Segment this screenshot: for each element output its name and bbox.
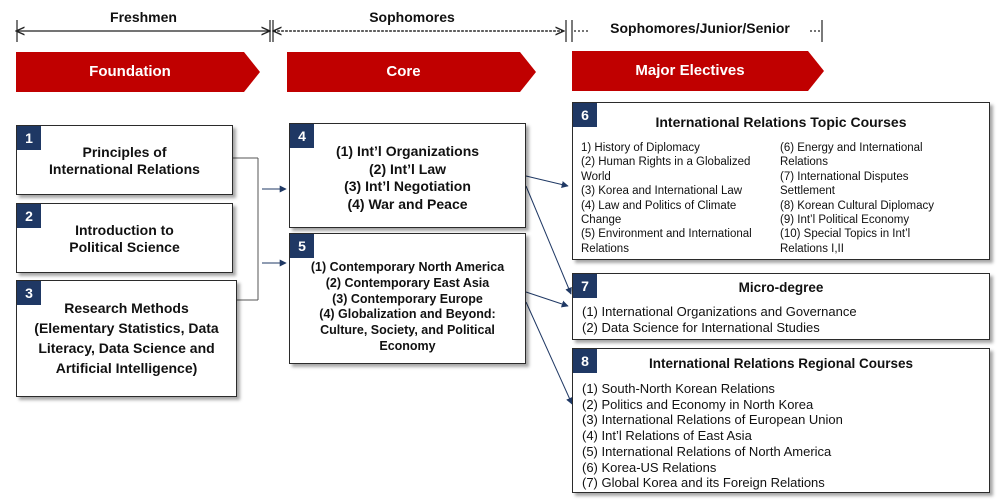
course-item: Relations	[780, 156, 828, 169]
course-box-4: 4 (1) Int’l Organizations (2) Int’l Law …	[289, 123, 526, 228]
course-item: (1) Int’l Organizations	[335, 143, 480, 159]
course-item: (2) Politics and Economy in North Korea	[582, 396, 814, 412]
course-title-line: Literacy, Data Science and	[38, 340, 215, 356]
course-item: World	[581, 170, 611, 183]
chevron-core-label: Core	[386, 63, 421, 80]
course-title-line: Introduction to	[75, 222, 174, 238]
course-box-3: 3 Research Methods (Elementary Statistic…	[16, 280, 237, 397]
micro-degree-list: (1) International Organizations and Gove…	[582, 304, 857, 335]
course-item: (1) Contemporary North America	[310, 260, 505, 274]
elective-title: International Relations Topic Courses	[655, 114, 907, 130]
course-number-badge: 7	[573, 274, 597, 298]
course-item: (8) Korean Cultural Diplomacy	[780, 199, 935, 212]
course-title-line: (Elementary Statistics, Data	[34, 320, 219, 336]
course-box-1: 1 Principles of International Relations	[16, 125, 233, 195]
stage-label-sophomores: Sophomores	[369, 9, 455, 25]
course-item: (4) War and Peace	[347, 195, 468, 212]
course-number-badge: 8	[573, 349, 597, 373]
topic-list-left: 1) History of Diplomacy (2) Human Rights…	[581, 141, 779, 256]
chevron-core: Core	[287, 52, 536, 92]
course-number-badge: 2	[17, 204, 41, 228]
course-item: (3) Int’l Negotiation	[344, 178, 471, 194]
course-title: Introduction to Political Science	[17, 222, 232, 256]
course-box-5: 5 (1) Contemporary North America (2) Con…	[289, 233, 526, 364]
course-list: (1) Int’l Organizations (2) Int’l Law (3…	[290, 143, 525, 213]
stage-label-freshmen: Freshmen	[110, 9, 177, 25]
course-item: Settlement	[780, 185, 835, 198]
course-number-badge: 6	[573, 103, 597, 127]
course-item: Relations I,II	[780, 242, 844, 255]
course-item: Culture, Society, and Political	[320, 323, 495, 338]
course-item: (4) Int’l Relations of East Asia	[582, 428, 752, 444]
course-title: Principles of International Relations	[17, 144, 232, 178]
course-title-line: Political Science	[69, 239, 180, 255]
course-item: (3) Contemporary Europe	[332, 291, 483, 306]
elective-box-topic-courses: 6 International Relations Topic Courses …	[572, 102, 990, 260]
course-item: (10) Special Topics in Int’l	[780, 228, 911, 241]
course-item: (4) Globalization and Beyond:	[319, 307, 496, 322]
elective-box-micro-degree: 7 Micro-degree (1) International Organiz…	[572, 273, 990, 340]
stage-label-upper-years: Sophomores/Junior/Senior	[590, 20, 810, 36]
course-item: (5) International Relations of North Ame…	[582, 443, 832, 459]
course-item: (7) Global Korea and its Foreign Relatio…	[582, 475, 825, 491]
course-item: (2) Human Rights in a Globalized	[581, 156, 751, 169]
course-number-badge: 5	[290, 234, 314, 258]
course-number-badge: 3	[17, 281, 41, 305]
topic-list-right: (6) Energy and International Relations (…	[780, 141, 985, 256]
course-item: 1) History of Diplomacy	[581, 142, 700, 154]
course-item: (9) Int’l Political Economy	[780, 214, 910, 227]
course-item: (4) Law and Politics of Climate	[581, 199, 737, 212]
course-box-2: 2 Introduction to Political Science	[16, 203, 233, 273]
course-number-badge: 1	[17, 126, 41, 150]
course-title-line: Research Methods	[64, 300, 189, 316]
chevron-major-electives-label: Major Electives	[635, 62, 745, 79]
course-item: (7) International Disputes	[780, 170, 909, 183]
course-title: Research Methods (Elementary Statistics,…	[17, 298, 236, 378]
course-item: (3) International Relations of European …	[582, 412, 843, 428]
course-title-line: International Relations	[49, 161, 200, 177]
elective-title: International Relations Regional Courses	[648, 356, 914, 371]
course-item: (5) Environment and International	[581, 228, 752, 241]
course-item: (6) Energy and International	[780, 142, 923, 154]
course-list: (1) Contemporary North America (2) Conte…	[290, 260, 525, 355]
elective-box-regional-courses: 8 International Relations Regional Cours…	[572, 348, 990, 493]
course-item: Economy	[379, 338, 436, 353]
course-title-line: Principles of	[82, 144, 167, 160]
course-number-badge: 4	[290, 124, 314, 148]
chevron-foundation: Foundation	[16, 52, 260, 92]
course-item: (2) Data Science for International Studi…	[582, 319, 820, 335]
course-item: (2) Contemporary East Asia	[325, 275, 490, 290]
course-item: (6) Korea-US Relations	[582, 459, 717, 475]
course-item: Relations	[581, 242, 629, 255]
elective-title: Micro-degree	[738, 280, 824, 295]
course-item: (2) Int’l Law	[369, 160, 446, 177]
regional-list: (1) South-North Korean Relations (2) Pol…	[582, 381, 843, 491]
course-item: (3) Korea and International Law	[581, 185, 743, 198]
course-title-line: Artificial Intelligence)	[55, 360, 198, 376]
chevron-major-electives: Major Electives	[572, 51, 824, 91]
course-item: (1) South-North Korean Relations	[582, 381, 775, 396]
chevron-foundation-label: Foundation	[89, 63, 171, 80]
course-item: Change	[581, 214, 622, 227]
course-item: (1) International Organizations and Gove…	[582, 304, 857, 319]
